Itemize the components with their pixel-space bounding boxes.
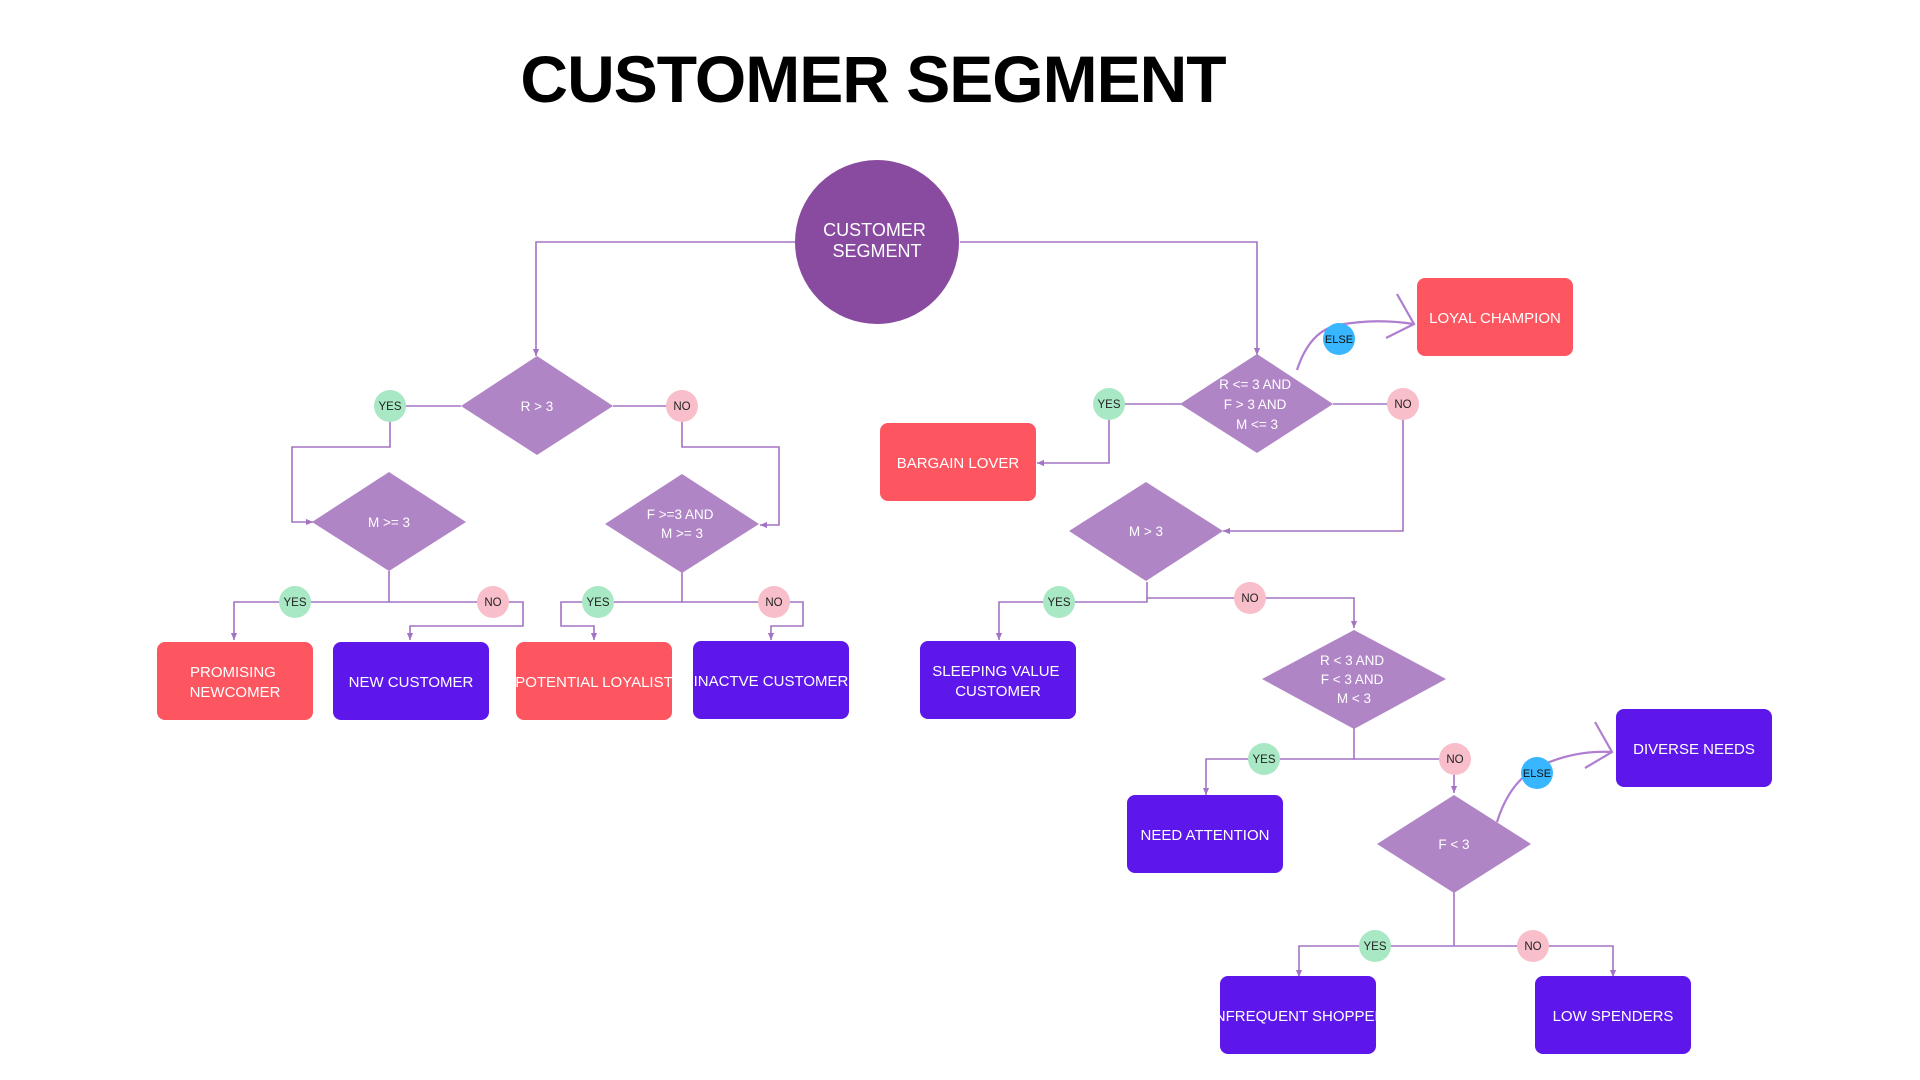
edge-f-lt-3-yes [1295, 945, 1454, 977]
svg-text:NO: NO [1524, 941, 1541, 953]
svg-text:YES: YES [283, 597, 306, 609]
edge-m-gt-3-no [1147, 597, 1358, 628]
segment-need-attention-label: NEED ATTENTION [1141, 827, 1270, 844]
root-node [795, 160, 959, 324]
svg-text:NO: NO [1446, 754, 1463, 766]
decision-f-lt-3: F < 3 [1377, 795, 1531, 893]
badge-yes-m-ge-3: YES [279, 586, 311, 618]
svg-text:YES: YES [586, 597, 609, 609]
segment-loyal-champion: LOYAL CHAMPION [1417, 278, 1573, 356]
badge-no-r-gt-3: NO [666, 390, 698, 422]
badge-no-rfm: NO [1387, 388, 1419, 420]
segment-potential-loyalist: POTENTIAL LOYALIST [515, 642, 673, 720]
segment-sleeping-value-customer-label: SLEEPING VALUE CUSTOMER [932, 663, 1063, 700]
svg-text:YES: YES [1363, 941, 1386, 953]
segment-diverse-needs: DIVERSE NEEDS [1616, 709, 1772, 787]
badges-layer: YES NO YES NO YES NO YES [279, 323, 1553, 962]
decision-r-lt-3-f-lt-3-m-lt-3-label: R < 3 AND F < 3 AND M < 3 [1320, 653, 1388, 706]
badge-no-m-gt-3: NO [1234, 582, 1266, 614]
svg-text:ELSE: ELSE [1325, 334, 1353, 346]
segment-inactive-customer-label: INACTVE CUSTOMER [694, 673, 849, 690]
edge-m-ge-3-yes [230, 571, 390, 640]
edge-rfm2-yes [1202, 727, 1355, 795]
decision-r-le-3-f-gt-3-m-le-3: R <= 3 AND F > 3 AND M <= 3 [1180, 354, 1333, 453]
badge-yes-f-lt-3: YES [1359, 930, 1391, 962]
badge-yes-m-gt-3: YES [1043, 586, 1075, 618]
badge-yes-rfm2: YES [1248, 743, 1280, 775]
edge-f-lt-3-else-arrowhead [1584, 721, 1614, 769]
decision-m-gt-3-label: M > 3 [1129, 524, 1163, 539]
segment-loyal-champion-label: LOYAL CHAMPION [1429, 310, 1561, 327]
decision-m-ge-3: M >= 3 [312, 472, 466, 571]
badge-yes-rfm: YES [1093, 388, 1125, 420]
decision-f-lt-3-label: F < 3 [1438, 837, 1469, 852]
segment-low-spenders: LOW SPENDERS [1535, 976, 1691, 1054]
svg-text:YES: YES [1252, 754, 1275, 766]
nodes-layer: CUSTOMER SEGMENT R > 3 M >= 3 F >=3 AND … [157, 160, 1772, 1054]
decision-r-lt-3-f-lt-3-m-lt-3: R < 3 AND F < 3 AND M < 3 [1262, 630, 1446, 729]
edge-root-to-r-le-3 [960, 241, 1261, 355]
segment-bargain-lover-label: BARGAIN LOVER [897, 455, 1020, 472]
decision-r-gt-3-label: R > 3 [521, 399, 554, 414]
edge-m-gt-3-yes [995, 582, 1148, 640]
decision-r-le-3-f-gt-3-m-le-3-label: R <= 3 AND F > 3 AND M <= 3 [1219, 377, 1295, 432]
svg-text:ELSE: ELSE [1523, 768, 1551, 780]
segment-promising-newcomer: PROMISING NEWCOMER [157, 642, 313, 720]
badge-no-f-m: NO [758, 586, 790, 618]
decision-f-ge-3-and-m-ge-3-label: F >=3 AND M >= 3 [647, 507, 718, 541]
svg-text:YES: YES [1047, 597, 1070, 609]
segment-need-attention: NEED ATTENTION [1127, 795, 1283, 873]
badge-no-m-ge-3: NO [477, 586, 509, 618]
diagram-title: CUSTOMER SEGMENT [520, 42, 1226, 116]
svg-text:YES: YES [378, 401, 401, 413]
decision-m-gt-3: M > 3 [1069, 482, 1223, 581]
segment-promising-newcomer-label: PROMISING NEWCOMER [190, 664, 281, 701]
segment-new-customer: NEW CUSTOMER [333, 642, 489, 720]
edge-rfm-no [1223, 403, 1404, 535]
segment-low-spenders-label: LOW SPENDERS [1553, 1008, 1674, 1025]
edge-rfm-else-arrowhead [1385, 293, 1416, 339]
badge-yes-f-m: YES [582, 586, 614, 618]
edge-f-m-yes [560, 571, 683, 640]
segment-sleeping-value-customer: SLEEPING VALUE CUSTOMER [920, 641, 1076, 719]
badge-else-f-lt-3: ELSE [1521, 757, 1553, 789]
decision-r-gt-3: R > 3 [461, 356, 613, 455]
svg-text:YES: YES [1097, 399, 1120, 411]
edge-rfm-else [1295, 320, 1415, 371]
segment-diverse-needs-label: DIVERSE NEEDS [1633, 741, 1755, 758]
segment-potential-loyalist-label: POTENTIAL LOYALIST [515, 674, 673, 691]
root-label: CUSTOMER SEGMENT [823, 220, 931, 261]
edge-f-lt-3-no [1454, 945, 1617, 977]
svg-text:NO: NO [673, 401, 690, 413]
segment-new-customer-label: NEW CUSTOMER [349, 674, 474, 691]
badge-else-rfm: ELSE [1323, 323, 1355, 355]
badge-yes-r-gt-3: YES [374, 390, 406, 422]
badge-no-rfm2: NO [1439, 743, 1471, 775]
decision-m-ge-3-label: M >= 3 [368, 515, 410, 530]
segment-infrequent-shopper: INFREQUENT SHOPPER [1211, 976, 1386, 1054]
segment-inactive-customer: INACTVE CUSTOMER [693, 641, 849, 719]
svg-text:NO: NO [484, 597, 501, 609]
svg-text:NO: NO [1394, 399, 1411, 411]
edge-root-to-r-gt-3 [532, 241, 797, 356]
badge-no-f-lt-3: NO [1517, 930, 1549, 962]
svg-text:NO: NO [765, 597, 782, 609]
edge-rfm-yes [1037, 403, 1181, 467]
segment-bargain-lover: BARGAIN LOVER [880, 423, 1036, 501]
segment-infrequent-shopper-label: INFREQUENT SHOPPER [1211, 1008, 1386, 1025]
edge-rfm2-no [1354, 758, 1458, 793]
svg-text:NO: NO [1241, 593, 1258, 605]
decision-f-ge-3-and-m-ge-3: F >=3 AND M >= 3 [605, 474, 759, 573]
edges-layer [230, 241, 1617, 977]
